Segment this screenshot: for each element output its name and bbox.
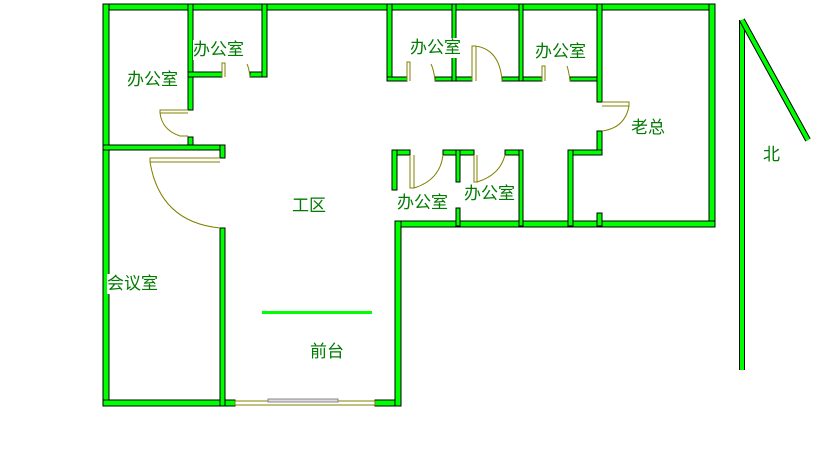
wall-outer-right-bottom — [394, 220, 716, 228]
room-label-meeting-room: 会议室 — [107, 274, 158, 294]
wall-outer-right — [708, 3, 716, 228]
room-label-work-area: 工区 — [292, 196, 326, 216]
north-arrow-head — [740, 19, 810, 141]
room-label-office: 办公室 — [464, 184, 515, 204]
room-label-office: 办公室 — [397, 193, 448, 213]
room-label-reception: 前台 — [310, 342, 344, 362]
wall-reception-right — [394, 220, 402, 407]
wall — [219, 144, 226, 159]
wall — [567, 149, 574, 227]
wall — [518, 3, 524, 82]
wall — [219, 227, 226, 407]
room-label-office: 办公室 — [410, 38, 461, 58]
wall — [596, 212, 603, 227]
wall — [261, 3, 268, 78]
wall — [518, 149, 524, 227]
room-label-office: 办公室 — [127, 70, 178, 90]
room-label-boss: 老总 — [631, 118, 665, 138]
wall — [386, 76, 408, 82]
room-label-office: 办公室 — [193, 40, 244, 60]
wall-outer-left — [102, 3, 110, 407]
wall — [102, 144, 226, 151]
door-swings — [149, 45, 630, 229]
wall — [455, 149, 461, 183]
wall — [455, 207, 461, 227]
entrance-mat — [267, 398, 339, 403]
reception-desk — [262, 311, 372, 314]
wall-outer-bottom — [102, 399, 236, 407]
wall — [391, 149, 398, 191]
wall — [386, 3, 393, 82]
wall — [596, 3, 603, 103]
wall — [187, 71, 223, 78]
wall-outer-top — [102, 3, 716, 11]
room-label-office: 办公室 — [535, 42, 586, 62]
compass-north-label: 北 — [763, 145, 780, 165]
